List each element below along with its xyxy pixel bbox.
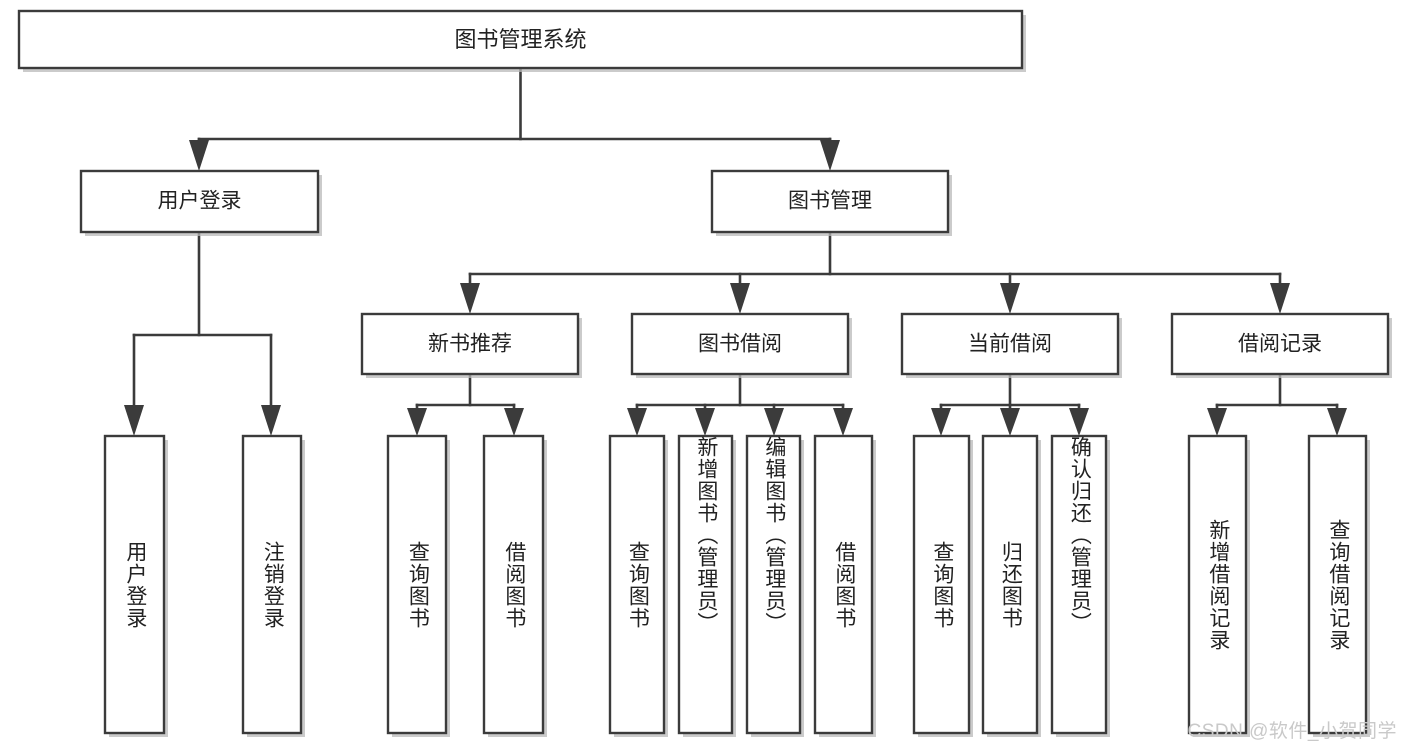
node-new-book-recommend-label: 新书推荐 — [428, 333, 512, 356]
connector-group-current-borrow — [931, 372, 1089, 436]
arrow-book-management — [820, 140, 840, 171]
node-current-borrow-label: 当前借阅 — [968, 333, 1052, 356]
connector-group-book-management — [460, 230, 1290, 314]
node-root-label: 图书管理系统 — [454, 27, 586, 52]
node-leaf-edit-book[interactable] — [745, 434, 804, 737]
node-leaf-confirm-return[interactable] — [1050, 434, 1110, 737]
arrow-leaf-query-book-2 — [627, 408, 647, 436]
arrow-leaf-confirm-return — [1069, 408, 1089, 436]
arrow-user-login — [189, 140, 209, 171]
arrow-leaf-add-record — [1207, 408, 1227, 436]
node-user-login-label: 用户登录 — [158, 190, 242, 213]
connector-group-new-book-recommend — [407, 372, 524, 436]
node-book-borrow-label: 图书借阅 — [698, 333, 782, 356]
csdn-watermark: CSDN @软件_小贺同学 — [1187, 721, 1397, 742]
connector-group-user-login — [124, 230, 281, 436]
node-leaf-borrow-book-1[interactable] — [482, 434, 547, 737]
arrow-leaf-edit-book — [764, 408, 784, 436]
arrow-leaf-user-logout — [261, 405, 281, 436]
node-leaf-query-book-3[interactable] — [912, 434, 973, 737]
arrow-leaf-return-book — [1000, 408, 1020, 436]
node-leaf-query-book-2[interactable] — [608, 434, 668, 737]
node-borrow-record-label: 借阅记录 — [1238, 333, 1322, 356]
node-leaf-borrow-book-2[interactable] — [813, 434, 876, 737]
node-leaf-query-book-1[interactable] — [386, 434, 450, 737]
arrow-borrow-record — [1270, 283, 1290, 314]
arrow-leaf-add-book — [695, 408, 715, 436]
node-leaf-add-record[interactable] — [1187, 434, 1250, 737]
node-new-book-recommend[interactable]: 新书推荐 — [360, 312, 582, 378]
arrow-book-borrow — [730, 283, 750, 314]
leaf-boxes-group — [103, 434, 1370, 737]
arrow-leaf-query-book-3 — [931, 408, 951, 436]
node-leaf-user-login[interactable] — [103, 434, 168, 737]
node-book-management[interactable]: 图书管理 — [710, 169, 952, 236]
connector-group-borrow-record — [1207, 372, 1347, 436]
node-root[interactable]: 图书管理系统 — [17, 9, 1026, 72]
node-user-login[interactable]: 用户登录 — [79, 169, 322, 236]
node-book-management-label: 图书管理 — [788, 190, 872, 213]
node-borrow-record[interactable]: 借阅记录 — [1170, 312, 1392, 378]
node-book-borrow[interactable]: 图书借阅 — [630, 312, 852, 378]
node-current-borrow[interactable]: 当前借阅 — [900, 312, 1122, 378]
connector-group-root — [189, 66, 840, 171]
arrow-leaf-user-login — [124, 405, 144, 436]
arrow-new-book-recommend — [460, 283, 480, 314]
arrow-leaf-borrow-book-1 — [504, 408, 524, 436]
arrow-current-borrow — [1000, 283, 1020, 314]
node-leaf-return-book[interactable] — [981, 434, 1041, 737]
arrow-leaf-query-record — [1327, 408, 1347, 436]
arrow-leaf-borrow-book-2 — [833, 408, 853, 436]
arrow-leaf-query-book-1 — [407, 408, 427, 436]
node-leaf-query-record[interactable] — [1307, 434, 1370, 737]
node-leaf-user-logout[interactable] — [241, 434, 305, 737]
node-leaf-add-book[interactable] — [677, 434, 736, 737]
connector-group-book-borrow — [627, 372, 853, 436]
